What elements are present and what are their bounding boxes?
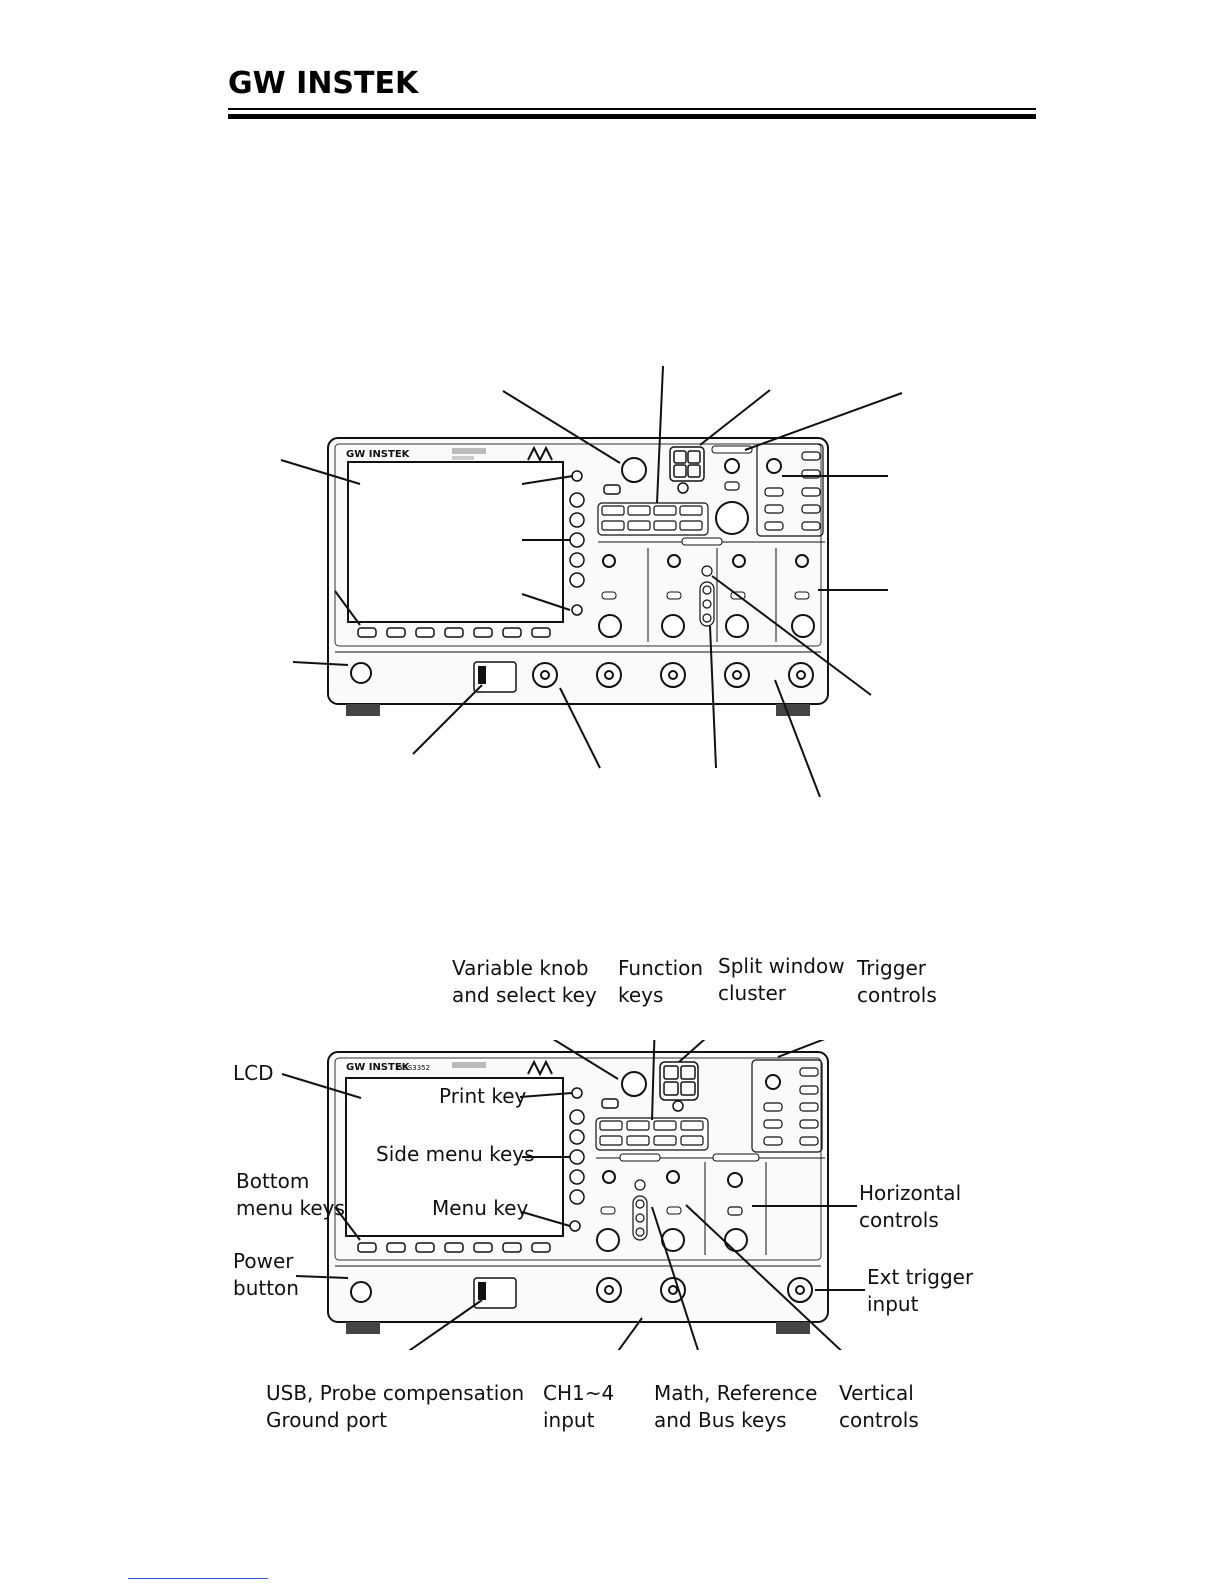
bottom-menu-keys-2[interactable] — [357, 1242, 551, 1253]
footer-link-underline — [128, 1578, 268, 1579]
power-button[interactable] — [350, 662, 372, 684]
select-key[interactable] — [603, 484, 621, 495]
print-key[interactable] — [571, 470, 583, 482]
time-div-knob[interactable] — [715, 501, 749, 535]
menu-key[interactable] — [571, 604, 583, 616]
bottom-menu-keys[interactable] — [357, 627, 551, 638]
select-key-2[interactable] — [601, 1098, 619, 1109]
callout-print-key: Print key — [439, 1084, 527, 1108]
trigger-controls[interactable] — [764, 451, 821, 531]
callout-lcd: LCD — [233, 1061, 274, 1085]
side-menu-key-2[interactable] — [569, 512, 585, 528]
trigger-controls-2[interactable] — [763, 1067, 819, 1146]
leader-lines-figure-2 — [281, 1040, 865, 1350]
header-rule-thin — [228, 108, 1036, 110]
trigger-level-knob[interactable] — [766, 458, 782, 474]
callout-function-keys: Function keys — [618, 956, 704, 1007]
callout-variable-knob: Variable knob and select key — [452, 956, 597, 1007]
trigger-level-knob-2[interactable] — [765, 1074, 781, 1090]
ext-trigger-input-2[interactable] — [787, 1277, 813, 1303]
menu-key-2[interactable] — [569, 1220, 581, 1232]
split-window-cluster[interactable] — [669, 446, 705, 494]
callout-vertical-controls: Vertical controls — [839, 1381, 919, 1432]
function-keys[interactable] — [597, 502, 709, 536]
side-menu-key-4[interactable] — [569, 552, 585, 568]
vertical-controls-2[interactable] — [596, 1170, 685, 1252]
panel-model: GDS3352 — [397, 1064, 430, 1072]
callout-ext-trigger-input: Ext trigger input — [867, 1265, 974, 1316]
callout-power-button: Power button — [233, 1249, 299, 1300]
gw-instek-logo: GW INSTEK — [228, 66, 420, 98]
channel-inputs-2[interactable] — [596, 1277, 686, 1303]
callout-bottom-menu-keys: Bottom menu keys — [236, 1169, 345, 1220]
panel-brand: GW INSTEK — [346, 449, 411, 460]
math-reference-bus-keys[interactable] — [699, 565, 715, 627]
variable-knob-2[interactable] — [621, 1071, 647, 1097]
callout-split-window: Split window cluster — [718, 954, 845, 1005]
side-menu-keys-2[interactable] — [569, 1109, 585, 1205]
side-menu-key-1[interactable] — [569, 492, 585, 508]
print-key-2[interactable] — [571, 1087, 583, 1099]
math-reference-bus-keys-2[interactable] — [632, 1179, 648, 1241]
callout-trigger-controls: Trigger controls — [857, 956, 937, 1007]
power-button-2[interactable] — [350, 1281, 372, 1303]
split-window-cluster-2[interactable] — [659, 1061, 699, 1112]
variable-knob[interactable] — [621, 457, 647, 483]
logo-text: GW INSTEK — [228, 66, 420, 98]
callout-ch-input: CH1~4 input — [543, 1381, 615, 1432]
side-menu-key-5[interactable] — [569, 572, 585, 588]
channel-inputs[interactable] — [532, 662, 814, 688]
callout-horizontal-controls: Horizontal controls — [859, 1181, 962, 1232]
front-panel-figure-2: GW INSTEK GDS3352 — [281, 1040, 865, 1350]
foot-right — [776, 704, 810, 716]
callout-usb-probe-ground: USB, Probe compensation Ground port — [266, 1381, 525, 1432]
side-menu-key-3[interactable] — [569, 532, 585, 548]
vertical-controls[interactable] — [598, 554, 815, 638]
horizontal-position-knob[interactable] — [724, 458, 740, 474]
callout-side-menu-keys: Side menu keys — [376, 1142, 535, 1166]
header-rule-thick — [228, 114, 1036, 119]
callout-math-ref-bus: Math, Reference and Bus keys — [654, 1381, 818, 1432]
panel-brand-2: GW INSTEK — [346, 1062, 411, 1073]
leader-lines-figure-1 — [280, 365, 903, 798]
function-keys-2[interactable] — [595, 1117, 709, 1151]
foot-right-2 — [776, 1322, 810, 1334]
foot-left-2 — [346, 1322, 380, 1334]
lcd-screen — [347, 461, 564, 623]
callout-menu-key: Menu key — [432, 1196, 529, 1220]
foot-left — [346, 704, 380, 716]
front-panel-figure-1: GW INSTEK — [280, 365, 903, 798]
